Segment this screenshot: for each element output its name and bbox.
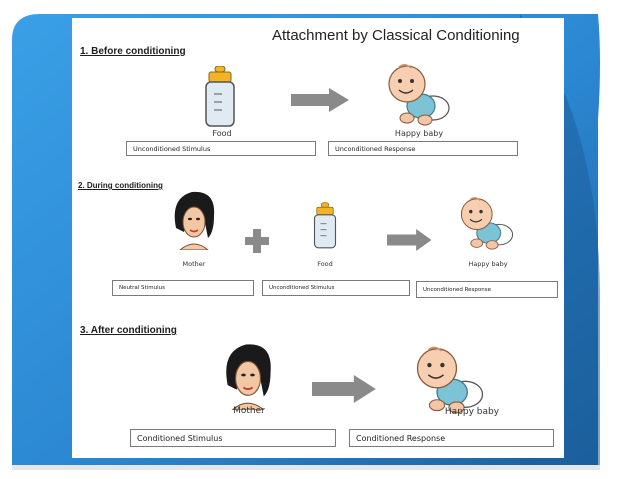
caption-mother: Mother (233, 406, 265, 416)
caption-happy-baby: Happy baby (468, 260, 508, 268)
caption-happy-baby: Happy baby (444, 407, 500, 417)
caption-food: Food (317, 260, 333, 268)
arrow-icon (387, 229, 432, 251)
slide-panel: Attachment by Classical Conditioning 1. … (72, 18, 564, 458)
baby-icon (460, 197, 514, 250)
neutral-stimulus-box: Neutral Stimulus (112, 280, 254, 296)
mother-icon (226, 344, 271, 410)
conditioned-response-box: Conditioned Response (349, 429, 554, 447)
unconditioned-stimulus-box: Unconditioned Stimulus (126, 141, 316, 156)
arrow-icon (291, 88, 349, 112)
caption-food: Food (212, 129, 232, 138)
conditioned-stimulus-box: Conditioned Stimulus (130, 429, 336, 447)
section-3-heading: 3. After conditioning (80, 325, 177, 336)
section-1-heading: 1. Before conditioning (80, 46, 186, 57)
caption-mother: Mother (182, 260, 206, 268)
caption-happy-baby: Happy baby (394, 129, 444, 138)
page-title: Attachment by Classical Conditioning (272, 27, 520, 44)
unconditioned-response-box: Unconditioned Response (328, 141, 518, 156)
baby-icon (388, 64, 450, 126)
bottle-icon (313, 202, 337, 249)
arrow-icon (312, 375, 376, 403)
unconditioned-response-box: Unconditioned Response (416, 281, 558, 298)
section-2-heading: 2. During conditioning (78, 181, 163, 190)
baby-icon (416, 346, 484, 414)
plus-icon (245, 229, 269, 253)
bottle-icon (205, 66, 235, 127)
mother-icon (174, 191, 215, 250)
unconditioned-stimulus-box: Unconditioned Stimulus (262, 280, 410, 296)
